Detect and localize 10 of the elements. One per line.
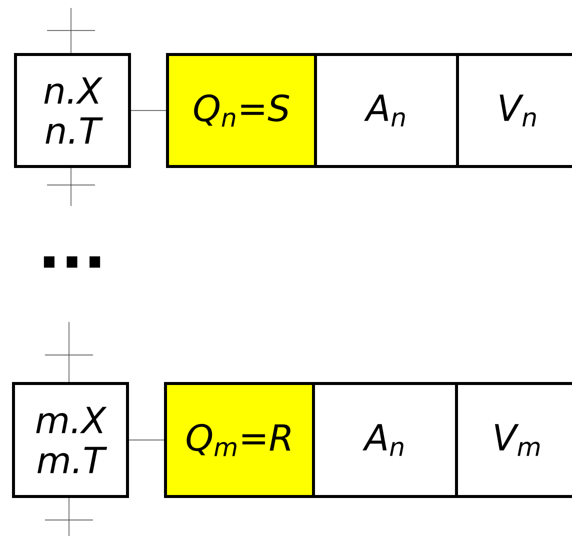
step-box: m.X m.T bbox=[12, 382, 129, 498]
action-box: Q$_{m}$=R bbox=[164, 382, 315, 498]
step-box: n.X n.T bbox=[14, 53, 131, 168]
action-box: A$_{n}$ bbox=[314, 53, 459, 168]
connector-line bbox=[130, 110, 166, 111]
action-box: V$_{m}$ bbox=[455, 382, 572, 498]
action-box: A$_{n}$ bbox=[312, 382, 458, 498]
ellipsis: ... bbox=[44, 256, 100, 268]
action-box: Q$_{n}$=S bbox=[166, 53, 317, 168]
action-box: V$_{n}$ bbox=[456, 53, 572, 168]
